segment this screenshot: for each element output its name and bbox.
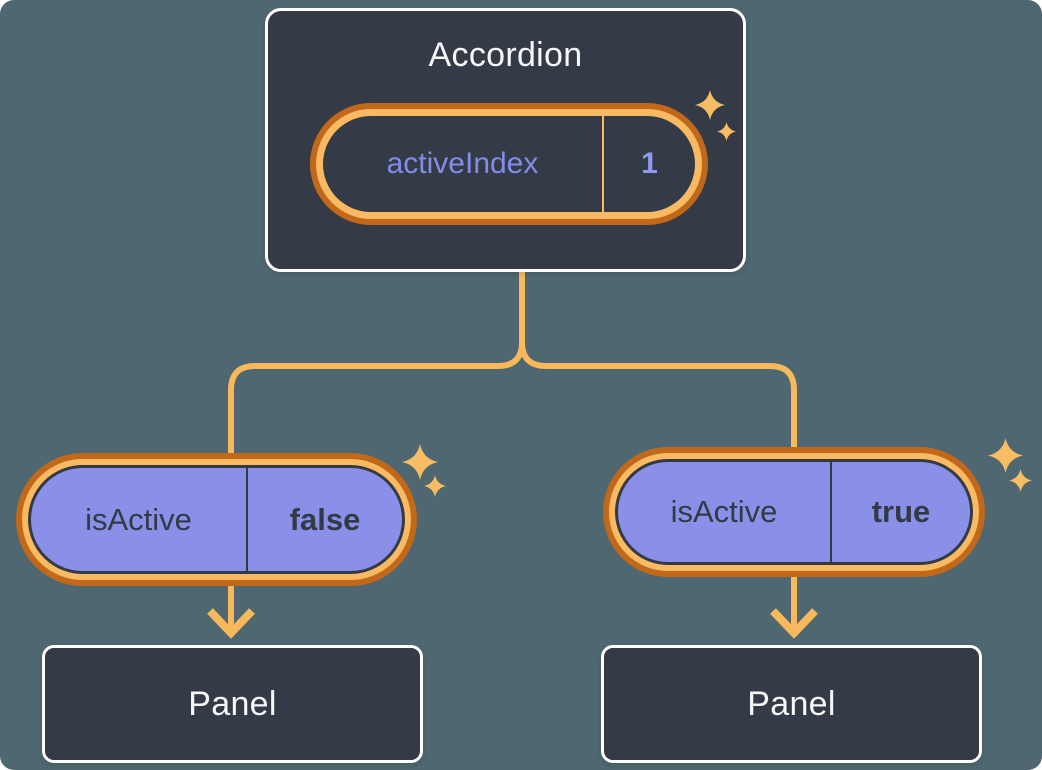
- panel-label: Panel: [188, 684, 277, 723]
- panel-node-right: Panel: [601, 645, 982, 763]
- prop-pill-true: isActive true: [603, 447, 985, 577]
- state-pill: activeIndex 1: [310, 103, 708, 225]
- prop-pill-ring: isActive true: [609, 453, 979, 571]
- sparkle-icon: [988, 438, 1023, 473]
- prop-value: false: [246, 468, 402, 571]
- accordion-title: Accordion: [428, 36, 583, 74]
- prop-name: isActive: [85, 501, 192, 537]
- sparkle-icon: [402, 444, 438, 480]
- connector-right-branch: [519, 272, 797, 629]
- panel-label: Panel: [747, 684, 836, 723]
- accordion-node: Accordion activeIndex 1: [265, 8, 746, 272]
- panel-node-left: Panel: [42, 645, 423, 763]
- state-name: activeIndex: [386, 147, 539, 180]
- state-pill-ring: activeIndex 1: [316, 109, 702, 219]
- arrow-down-icon: [770, 608, 818, 639]
- prop-name: isActive: [670, 494, 778, 529]
- sparkles-group: [988, 438, 1032, 492]
- prop-pill-ring: isActive false: [22, 459, 411, 580]
- sparkle-icon: [424, 475, 446, 497]
- state-value: 1: [602, 116, 695, 212]
- sparkles-group: [402, 444, 446, 497]
- sparkles-group: [695, 90, 736, 141]
- prop-pill-false: isActive false: [16, 453, 417, 586]
- arrow-down-icon: [207, 608, 255, 639]
- prop-value: true: [830, 462, 970, 562]
- sparkle-icon: [1009, 469, 1032, 492]
- sparkle-icon: [695, 90, 725, 120]
- sparkle-icon: [717, 122, 736, 141]
